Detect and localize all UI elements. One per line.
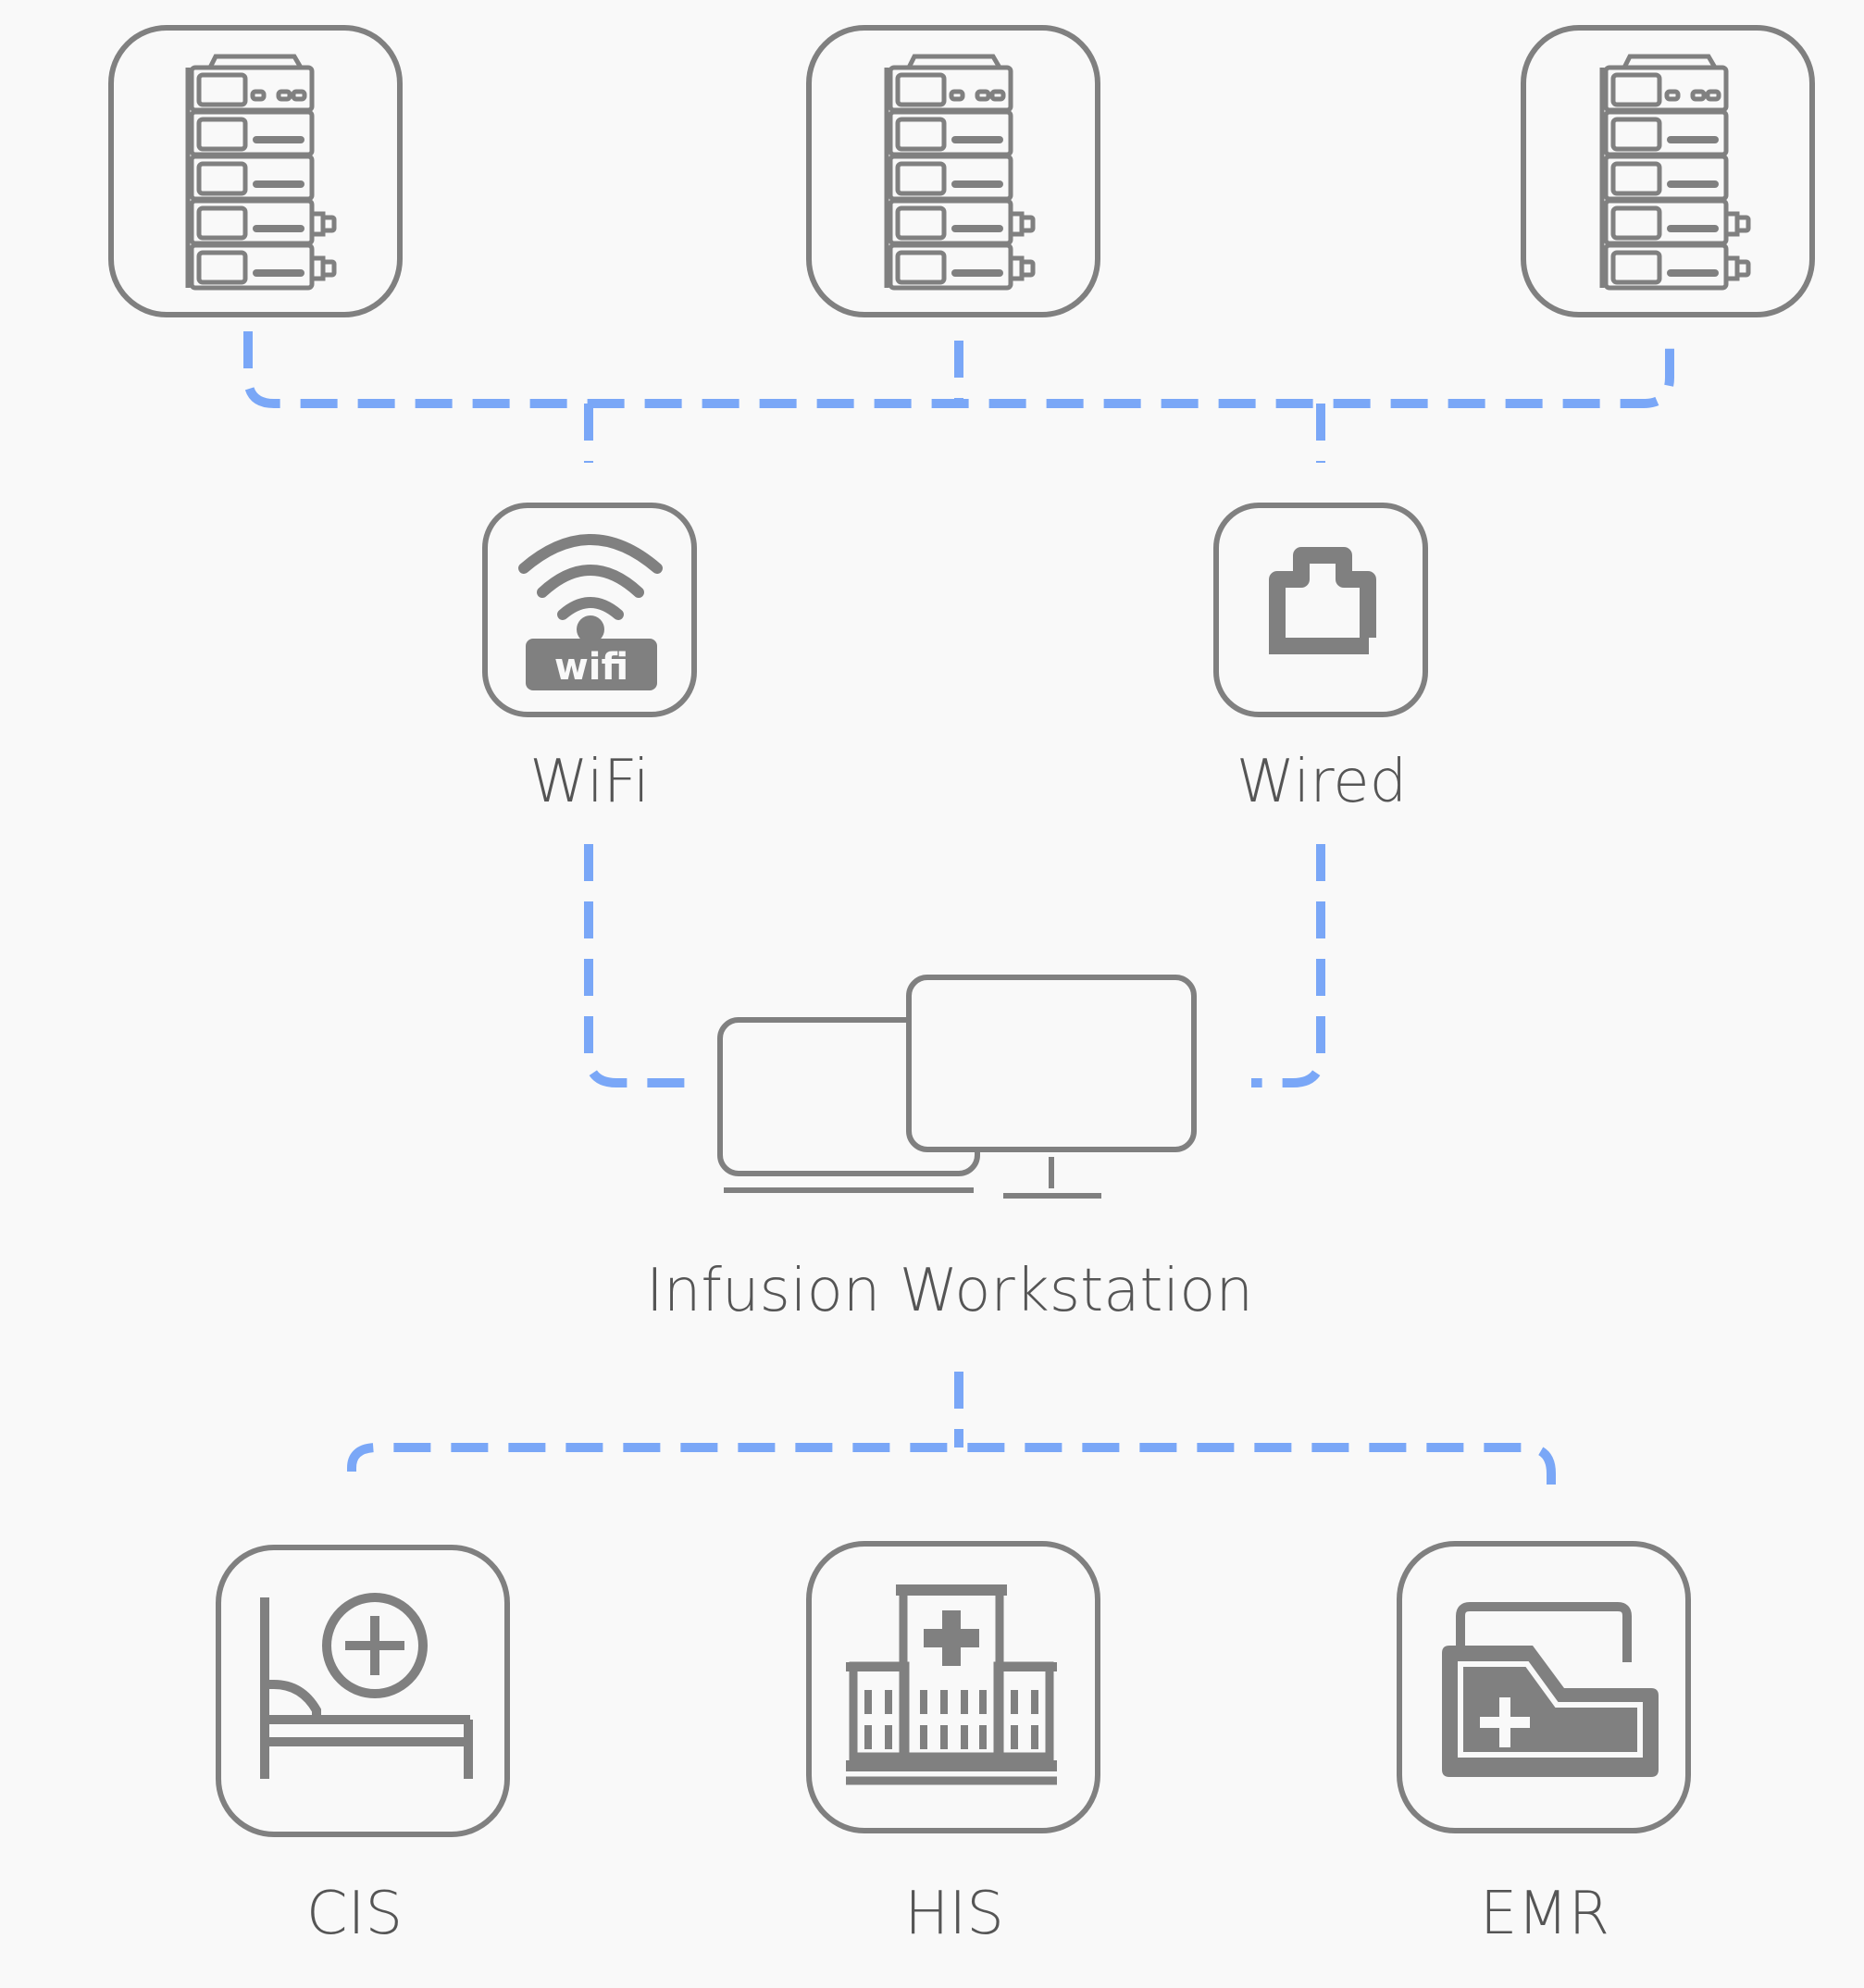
wifi-badge-text: wifi [554,646,628,689]
node-frame [806,25,1100,317]
wifi-label: WiFi [529,748,650,816]
wifi-node: wifi [482,503,697,717]
pump-stack-node-3 [1521,25,1815,317]
pump-stack-node-1 [108,25,403,317]
ethernet-port-icon [1269,547,1376,654]
hospital-building-icon [846,1584,1057,1785]
hospital-bed-icon [260,1593,473,1779]
node-frame [1213,503,1428,717]
wifi-icon: wifi [518,534,663,690]
his-node [806,1541,1100,1833]
dual-monitor-icon [717,975,1197,1199]
wired-node [1213,503,1428,717]
emr-label: EMR [1480,1880,1609,1948]
wired-label: Wired [1236,748,1408,816]
node-frame [1521,25,1815,317]
connector-lines [243,331,1674,1499]
node-frame [108,25,403,317]
pump-stack-node-2 [806,25,1100,317]
connector-wifi-to-workstation [584,844,687,1087]
workstation-label: Infusion Workstation [646,1257,1253,1325]
emr-node [1397,1541,1691,1833]
connector-wired-to-workstation [1251,844,1325,1087]
medical-folder-icon [1442,1602,1659,1777]
his-label: HIS [904,1880,1004,1948]
cis-label: CIS [306,1880,403,1948]
cis-node [216,1545,510,1837]
connector-systems-bus [347,1443,1556,1499]
